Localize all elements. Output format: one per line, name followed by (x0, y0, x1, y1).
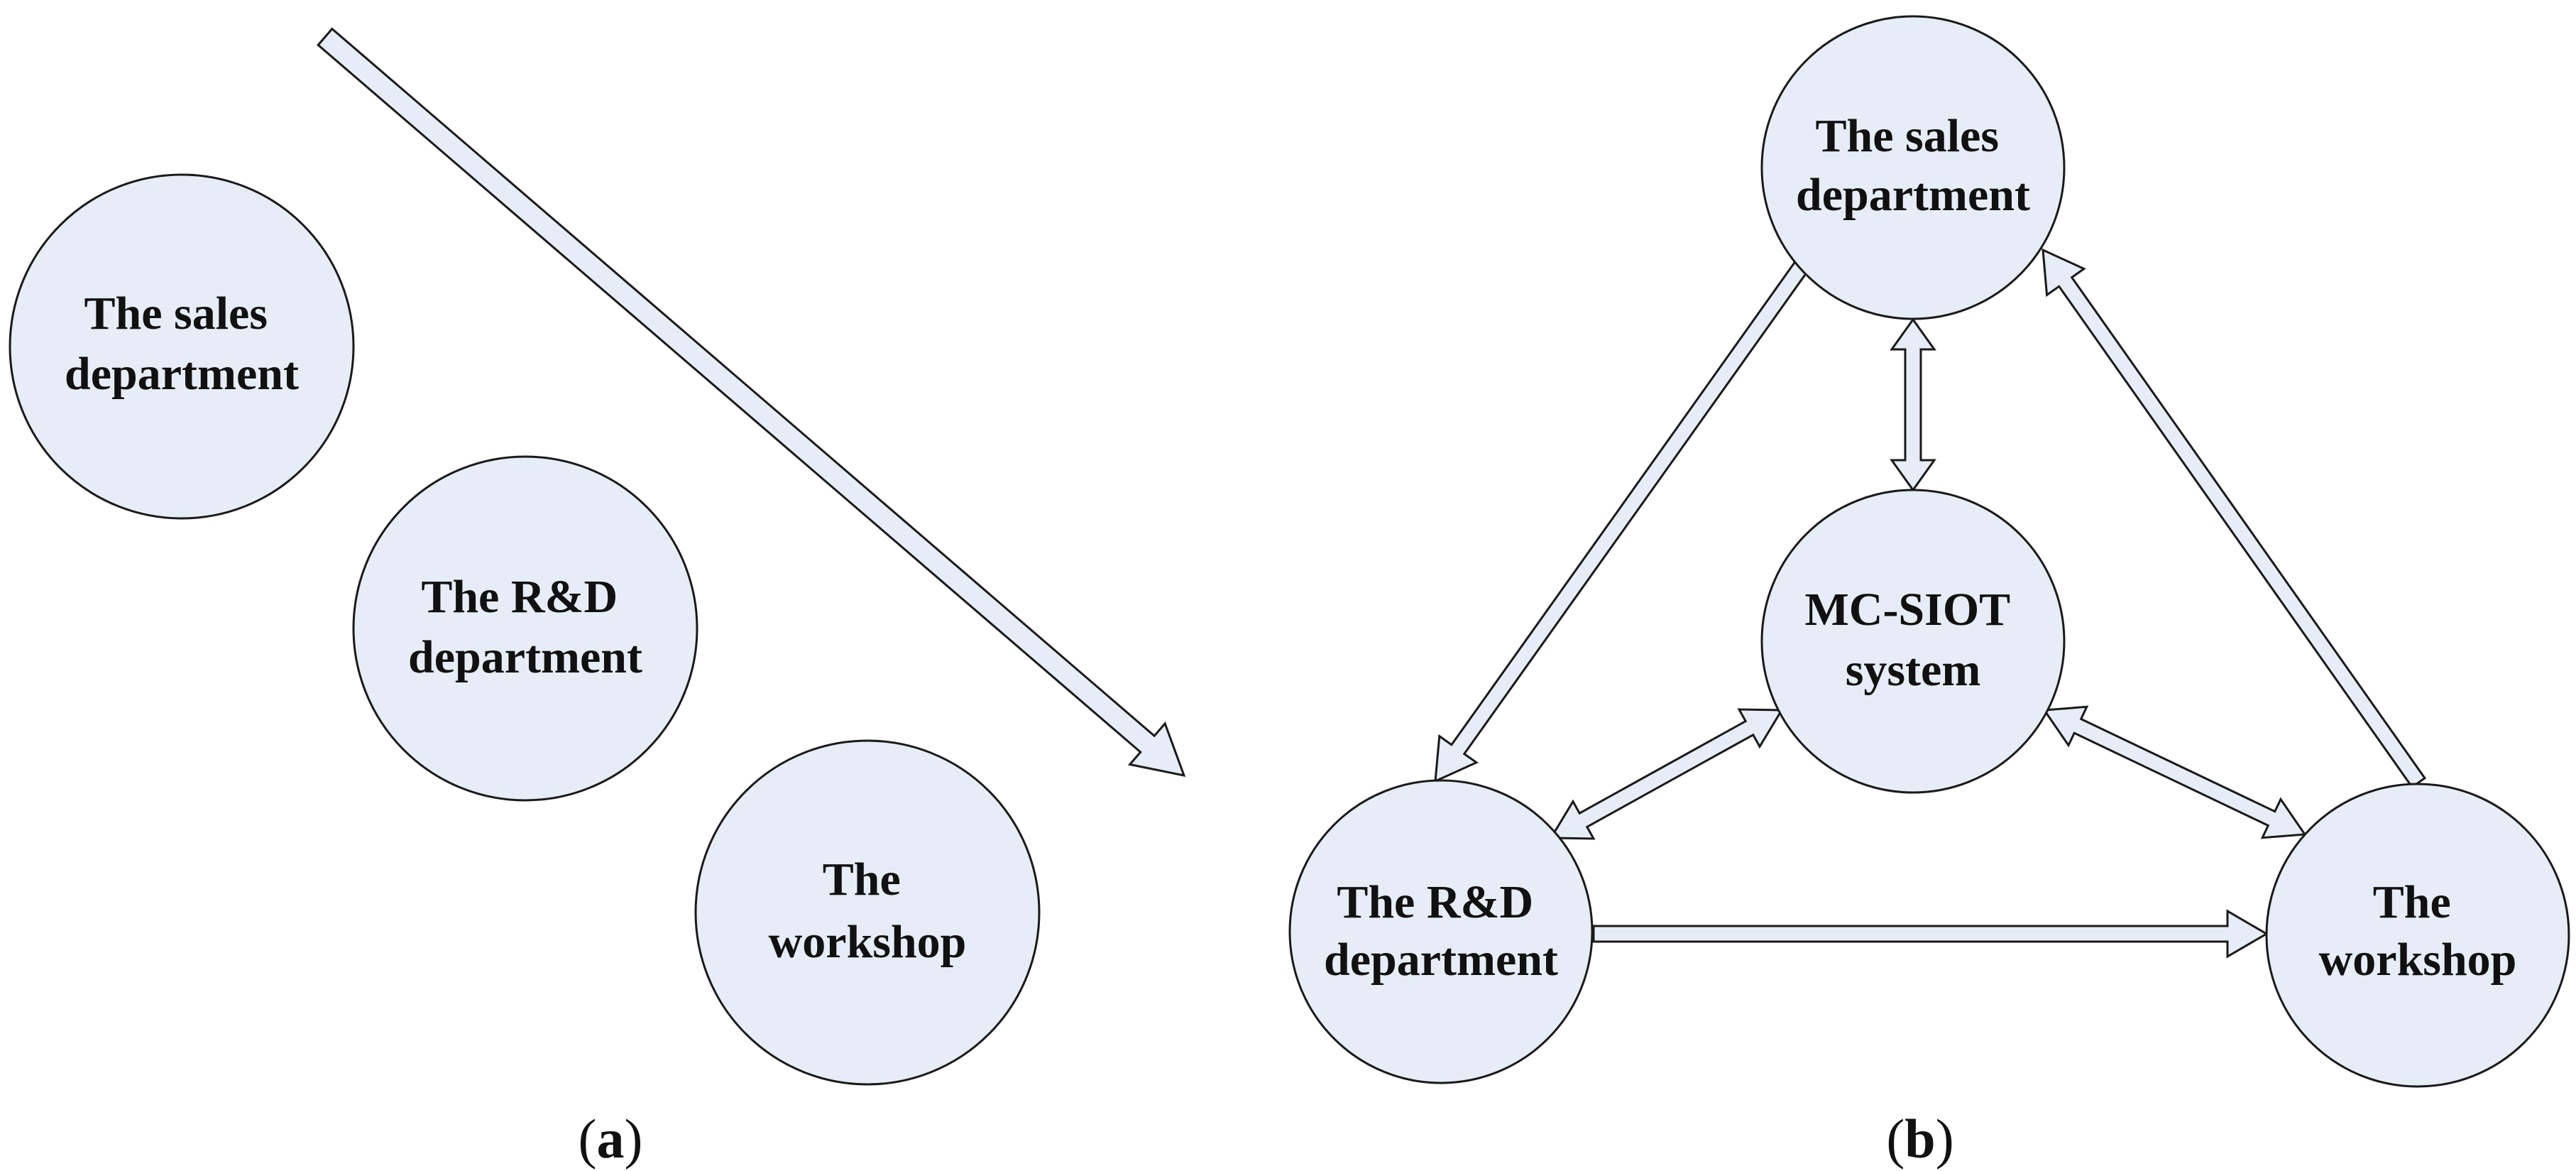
arrow-sales-mcsiot-bidirectional (1890, 317, 1936, 492)
node-label-line: system (1846, 644, 1981, 696)
node-sales-department-a: The sales department (9, 173, 355, 520)
arrow-group (1434, 248, 2427, 959)
node-workshop-b: The workshop (2265, 783, 2570, 1088)
svg-text:The workshop: The workshop (769, 854, 967, 968)
svg-text:The R&D department: The R&D department (1324, 876, 1558, 986)
node-label-line: department (1324, 934, 1558, 986)
arrow-sales-to-rd (1434, 258, 1812, 783)
node-label-line: workshop (769, 916, 967, 968)
node-workshop-a: The workshop (694, 739, 1041, 1086)
node-label-line: The sales (84, 288, 268, 339)
svg-text:MC-SIOT system: MC-SIOT system (1805, 584, 2022, 696)
panel-label-b: (b) (1886, 1108, 1953, 1170)
svg-text:The sales department: The sales department (65, 288, 299, 400)
node-label-line: The sales (1815, 110, 1999, 162)
arrow-rd-mcsiot-bidirectional (1549, 708, 1784, 840)
node-sales-department-b: The sales department (1760, 15, 2066, 320)
node-label-line: The R&D (1337, 876, 1533, 928)
node-label-line: department (408, 631, 642, 683)
node-label-line: department (65, 348, 299, 400)
panel-label-a: (a) (579, 1108, 643, 1170)
svg-text:The workshop: The workshop (2319, 876, 2517, 986)
node-mcsiot-system: MC-SIOT system (1760, 489, 2066, 794)
node-label-line: The (2373, 876, 2451, 928)
node-rd-department-a: The R&D department (352, 455, 698, 802)
sequence-arrow (317, 27, 1186, 778)
node-label-line: workshop (2319, 934, 2517, 986)
arrow-workshop-to-sales (2041, 248, 2427, 789)
panel-b-networked-flow: The sales department MC-SIOT system The … (1288, 15, 2570, 1170)
node-label-line: The R&D (421, 571, 618, 623)
svg-text:The R&D department: The R&D department (408, 571, 642, 683)
node-rd-department-b: The R&D department (1288, 779, 1594, 1084)
panel-a-sequential-flow: The sales department The R&D department … (9, 27, 1186, 1170)
node-label-line: The (823, 854, 901, 905)
arrow-workshop-mcsiot-bidirectional (2042, 705, 2307, 839)
arrow-rd-to-workshop (1592, 909, 2269, 959)
svg-text:The sales department: The sales department (1796, 110, 2030, 221)
node-label-line: department (1796, 169, 2030, 221)
node-label-line: MC-SIOT (1805, 584, 2011, 636)
